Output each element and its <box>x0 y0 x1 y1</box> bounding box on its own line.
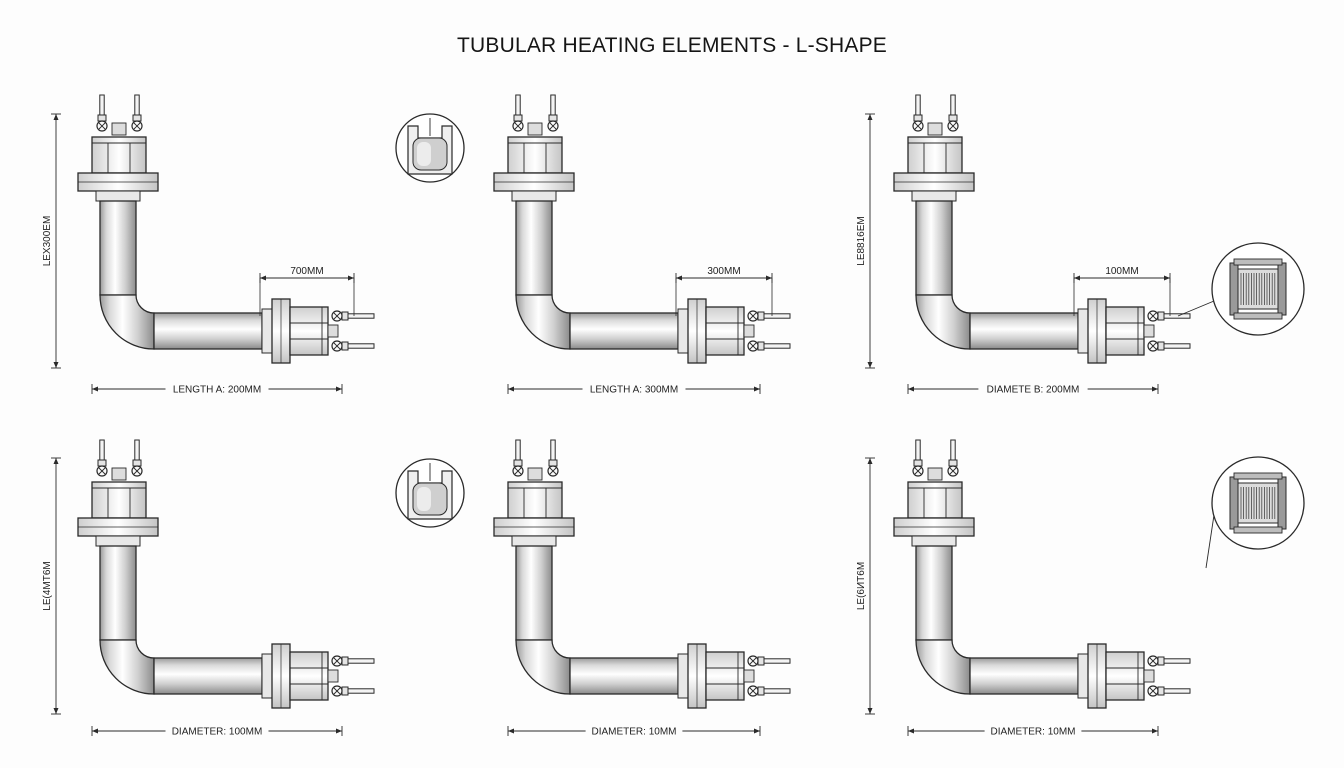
terminal-pin <box>547 94 559 132</box>
terminal-pin <box>912 439 924 477</box>
element-panel: LE(6ИТ6M DIAMETER: 10MM <box>856 439 1305 738</box>
horizontal-tube <box>969 657 1079 695</box>
horizontal-dimension-label: 100MM <box>1105 266 1138 277</box>
terminal-pin <box>96 94 108 132</box>
horizontal-tube <box>153 312 263 350</box>
vertical-tube <box>915 545 953 641</box>
horizontal-dimension-label: 300MM <box>707 266 740 277</box>
cross-section-inset <box>395 113 465 183</box>
terminal-pin <box>331 655 375 667</box>
terminal-housing <box>907 136 963 174</box>
terminal-pin <box>912 94 924 132</box>
diagram-title: TUBULAR HEATING ELEMENTS - L-SHAPE <box>457 34 887 57</box>
terminal-pin <box>747 655 791 667</box>
panels-layer: LEX300EM 700MM LENGTH A: 200MM 300MM LENGTH … <box>42 94 1305 738</box>
heating-element <box>493 94 791 364</box>
vertical-tube <box>99 200 137 296</box>
vertical-dimension-label: LE8816EM <box>856 216 867 265</box>
vertical-dimension-line <box>51 457 61 715</box>
vertical-dimension-label: LE(4MT6M <box>42 561 53 610</box>
heating-element <box>893 439 1191 709</box>
terminal-pin <box>331 685 375 697</box>
terminal-housing <box>907 481 963 519</box>
bottom-dimension-label: LENGTH A: 200MM <box>173 385 261 396</box>
tube-bend <box>99 294 155 350</box>
horizontal-tube <box>569 312 679 350</box>
element-panel: LE(4MT6M DIAMETER: 100MM <box>42 439 375 738</box>
terminal-pin <box>547 439 559 477</box>
bottom-dimension-label: DIAMETE B: 200MM <box>987 385 1080 396</box>
element-panel: LE8816EM 100MM DIAMETE B: 200MM <box>856 94 1305 396</box>
element-panel: DIAMETER: 10MM <box>395 439 791 738</box>
terminal-pin <box>96 439 108 477</box>
horizontal-tube <box>969 312 1079 350</box>
terminal-pin <box>747 685 791 697</box>
terminal-housing <box>507 136 563 174</box>
terminal-pin <box>1147 685 1191 697</box>
cross-section-inset <box>395 458 465 528</box>
element-panel: 300MM LENGTH A: 300MM <box>395 94 791 396</box>
tube-bend <box>515 639 571 695</box>
vertical-dimension-line <box>865 113 875 369</box>
terminal-pin <box>131 439 143 477</box>
terminal-pin <box>947 439 959 477</box>
terminal-housing <box>91 136 147 174</box>
bottom-dimension-label: DIAMETER: 10MM <box>591 727 676 738</box>
terminal-pin <box>331 340 375 352</box>
terminal-pin <box>947 94 959 132</box>
bottom-dimension-label: DIAMETER: 100MM <box>172 727 263 738</box>
heating-element <box>493 439 791 709</box>
bottom-dimension-label: DIAMETER: 10MM <box>990 727 1075 738</box>
terminal-pin <box>512 94 524 132</box>
terminal-housing <box>91 481 147 519</box>
vertical-tube <box>515 545 553 641</box>
vertical-tube <box>515 200 553 296</box>
tube-bend <box>915 294 971 350</box>
bottom-dimension-label: LENGTH A: 300MM <box>590 385 678 396</box>
terminal-pin <box>747 310 791 322</box>
vertical-tube <box>915 200 953 296</box>
tube-bend <box>515 294 571 350</box>
horizontal-tube <box>153 657 263 695</box>
terminal-pin <box>747 340 791 352</box>
tube-bend <box>99 639 155 695</box>
terminal-housing <box>507 481 563 519</box>
coil-detail-inset <box>1205 456 1305 569</box>
horizontal-tube <box>569 657 679 695</box>
terminal-pin <box>1147 340 1191 352</box>
heating-element <box>893 94 1191 364</box>
terminal-pin <box>131 94 143 132</box>
terminal-pin <box>331 310 375 322</box>
terminal-pin <box>1147 655 1191 667</box>
vertical-dimension-label: LEX300EM <box>42 216 53 267</box>
horizontal-dimension-label: 700MM <box>290 266 323 277</box>
terminal-pin <box>1147 310 1191 322</box>
coil-detail-inset <box>1177 242 1305 336</box>
vertical-dimension-line <box>51 113 61 369</box>
tube-bend <box>915 639 971 695</box>
vertical-dimension-line <box>865 457 875 715</box>
heating-element <box>77 439 375 709</box>
heating-element <box>77 94 375 364</box>
vertical-tube <box>99 545 137 641</box>
element-panel: LEX300EM 700MM LENGTH A: 200MM <box>42 94 375 396</box>
vertical-dimension-label: LE(6ИТ6M <box>856 562 867 610</box>
terminal-pin <box>512 439 524 477</box>
